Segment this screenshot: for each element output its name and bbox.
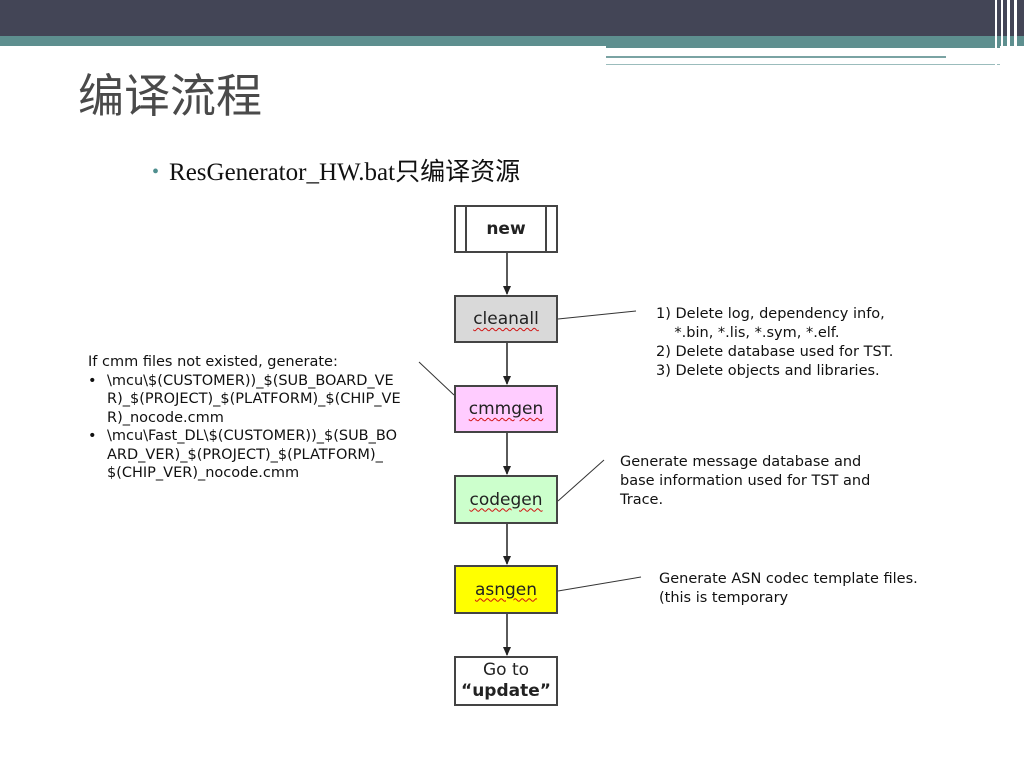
note-line: Generate message database and: [620, 454, 862, 470]
note-line: base information used for TST and: [620, 473, 871, 489]
note-line: (this is temporary: [659, 590, 789, 606]
decor-line: [995, 0, 997, 70]
callout-asngen: [557, 576, 642, 592]
decor-line: [1007, 0, 1010, 70]
step-goto-line2: “update”: [461, 681, 551, 701]
cmmgen-note-heading: If cmm files not existed, generate:: [88, 354, 338, 370]
note-line: 1) Delete log, dependency info,: [656, 306, 885, 322]
step-codegen-label: codegen: [469, 489, 543, 510]
step-goto-line1: Go to: [482, 660, 530, 680]
note-line: 2) Delete database used for TST.: [656, 344, 894, 360]
step-goto-update: Go to “update”: [454, 656, 558, 706]
box-inner-line: [465, 207, 467, 251]
codegen-note: Generate message database and base infor…: [620, 453, 870, 510]
note-line: *.bin, *.lis, *.sym, *.elf.: [656, 325, 840, 341]
decor-line: [1001, 0, 1003, 70]
cmmgen-note-item: \mcu\Fast_DL\$(CUSTOMER))_$(SUB_BOARD_VE…: [88, 427, 404, 483]
decor-line: [1014, 0, 1017, 70]
cmmgen-note-item-text: \mcu\Fast_DL\$(CUSTOMER))_$(SUB_BOARD_VE…: [107, 428, 397, 481]
step-new: new: [454, 205, 558, 253]
top-bar: [0, 0, 1024, 36]
bullet-dot-icon: •: [152, 161, 160, 183]
step-asngen-label: asngen: [474, 579, 538, 600]
decor-line: [606, 46, 1000, 48]
step-cmmgen: cmmgen: [454, 385, 558, 433]
step-asngen: asngen: [454, 565, 558, 614]
note-line: Generate ASN codec template files.: [659, 571, 918, 587]
box-inner-line: [545, 207, 547, 251]
bullet-item: • ResGenerator_HW.bat只编译资源: [152, 152, 520, 188]
step-new-label: new: [486, 219, 526, 239]
step-cleanall-label: cleanall: [473, 309, 539, 329]
cmmgen-note-item: \mcu\$(CUSTOMER))_$(SUB_BOARD_VER)_$(PRO…: [88, 372, 404, 428]
callout-cmmgen: [418, 361, 455, 396]
cmmgen-note: If cmm files not existed, generate: \mcu…: [88, 353, 404, 483]
decor-line: [606, 64, 1000, 65]
note-line: 3) Delete objects and libraries.: [656, 363, 880, 379]
cmmgen-note-item-text: \mcu\$(CUSTOMER))_$(SUB_BOARD_VER)_$(PRO…: [107, 372, 401, 426]
decor-line: [606, 56, 946, 58]
step-cleanall: cleanall: [454, 295, 558, 343]
callout-cleanall: [557, 310, 637, 320]
top-stripe: [0, 36, 1024, 46]
bullet-text: ResGenerator_HW.bat只编译资源: [169, 159, 521, 186]
step-codegen: codegen: [454, 475, 558, 524]
callout-codegen: [557, 459, 605, 502]
asngen-note: Generate ASN codec template files. (this…: [659, 570, 918, 608]
note-line: Trace.: [620, 492, 664, 508]
cleanall-note: 1) Delete log, dependency info, *.bin, *…: [656, 305, 893, 381]
slide-title: 编译流程: [78, 69, 262, 123]
step-cmmgen-label: cmmgen: [468, 399, 544, 419]
